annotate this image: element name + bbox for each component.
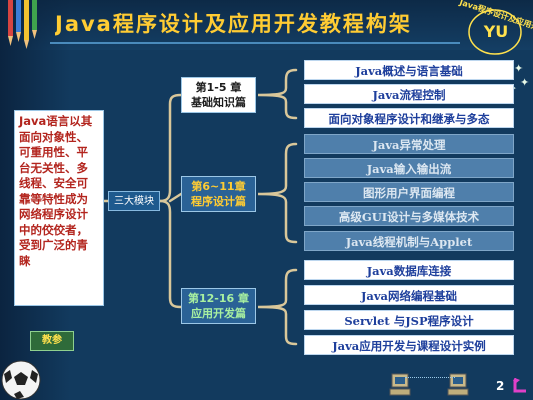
chapter-name: 应用开发篇 xyxy=(191,307,246,320)
badge-emblem-icon xyxy=(468,9,522,55)
title-underline xyxy=(50,42,460,44)
soccer-ball-icon xyxy=(1,360,41,400)
topic-jdbc[interactable]: Java数据库连接 xyxy=(304,260,514,280)
topic-threads-applet[interactable]: Java线程机制与Applet xyxy=(304,231,514,251)
network-link xyxy=(405,377,455,378)
chapter-basics[interactable]: 第1-5 章 基础知识篇 xyxy=(181,77,256,113)
course-badge: Java程序设计及应用开发 YU xyxy=(458,0,533,60)
topic-advanced-gui[interactable]: 高级GUI设计与多媒体技术 xyxy=(304,206,514,226)
reference-button[interactable]: 教参 xyxy=(30,331,74,351)
chapter-range: 第1-5 章 xyxy=(195,81,242,94)
star-icon: ✦ xyxy=(520,76,530,89)
title-bar-background xyxy=(0,0,533,50)
topic-servlet-jsp[interactable]: Servlet 与JSP程序设计 xyxy=(304,310,514,330)
topic-oop-inheritance[interactable]: 面向对象程序设计和继承与多态 xyxy=(304,108,514,128)
chapter-application[interactable]: 第12-16 章 应用开发篇 xyxy=(181,288,256,324)
topic-app-dev-examples[interactable]: Java应用开发与课程设计实例 xyxy=(304,335,514,355)
chapter-name: 基础知识篇 xyxy=(191,96,246,109)
topic-java-overview[interactable]: Java概述与语言基础 xyxy=(304,60,514,80)
chapter-programming[interactable]: 第6~11章 程序设计篇 xyxy=(181,176,256,212)
course-summary: Java语言以其面向对象性、可重用性、平台无关性、多线程、安全可靠等特性成为网络… xyxy=(14,110,104,306)
chapter-name: 程序设计篇 xyxy=(191,195,246,208)
star-icon: ✦ xyxy=(514,62,524,75)
topic-io-streams[interactable]: Java输入输出流 xyxy=(304,158,514,178)
page-number: 2 xyxy=(496,379,505,393)
slide-title: Java程序设计及应用开发教程构架 xyxy=(55,12,412,36)
topic-network-programming[interactable]: Java网络编程基础 xyxy=(304,285,514,305)
pencils-icon xyxy=(8,0,37,49)
topic-flow-control[interactable]: Java流程控制 xyxy=(304,84,514,104)
three-modules-label: 三大模块 xyxy=(108,191,160,211)
topic-exception-handling[interactable]: Java异常处理 xyxy=(304,134,514,154)
badge-initials: YU xyxy=(483,22,509,41)
chapter-range: 第6~11章 xyxy=(191,180,246,193)
chapter-range: 第12-16 章 xyxy=(187,292,249,305)
topic-gui-programming[interactable]: 图形用户界面编程 xyxy=(304,182,514,202)
return-arrow-icon[interactable] xyxy=(512,378,530,396)
